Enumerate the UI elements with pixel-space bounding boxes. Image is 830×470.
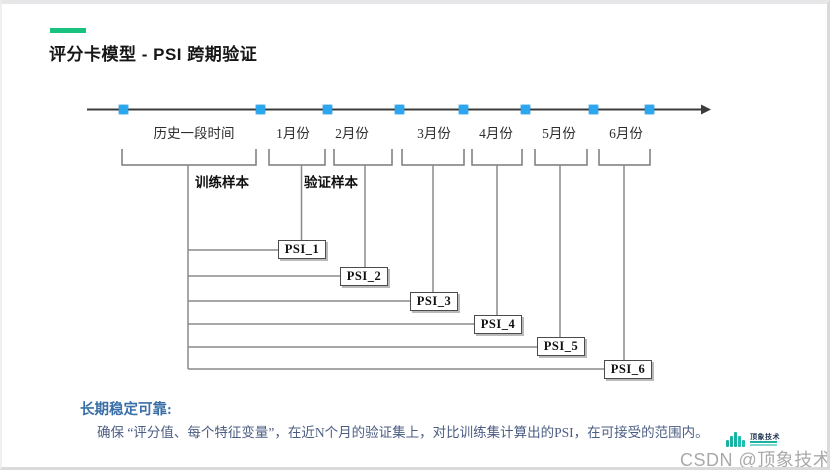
timeline-marker (588, 105, 598, 114)
bracket-month-1 (268, 149, 326, 166)
dingxiang-logo: 顶象技术 (726, 430, 796, 450)
validation-sample-label: 验证样本 (304, 175, 358, 190)
psi-box-5: PSI_5 (537, 337, 585, 356)
bracket-month-5 (534, 149, 588, 166)
psi-box-4: PSI_4 (474, 315, 522, 334)
psi-box-3: PSI_3 (410, 292, 458, 311)
timeline-marker (458, 105, 468, 114)
bracket-month-3 (401, 149, 465, 166)
bracket-month-6 (598, 149, 651, 166)
footer-body: 确保 “评分值、每个特征变量”，在近N个月的验证集上，对比训练集计算出的PSI，… (97, 425, 709, 440)
period-label-month-3: 3月份 (417, 126, 451, 141)
timeline-marker (322, 105, 332, 114)
title-accent-bar (50, 28, 86, 33)
page-title: 评分卡模型 - PSI 跨期验证 (49, 45, 258, 64)
period-label-month-2: 2月份 (335, 126, 369, 141)
dingxiang-logo-underline (750, 444, 777, 446)
bracket-month-2 (333, 149, 393, 166)
bracket-history (121, 149, 257, 166)
dingxiang-logo-bars-icon (726, 432, 745, 447)
period-label-history: 历史一段时间 (153, 126, 235, 141)
period-label-month-1: 1月份 (276, 126, 310, 141)
timeline-arrowhead-icon (701, 104, 711, 115)
train-sample-label: 训练样本 (195, 175, 249, 190)
dingxiang-logo-underline (750, 441, 777, 443)
csdn-watermark: CSDN @顶象技术 (680, 450, 830, 470)
period-label-month-6: 6月份 (609, 126, 643, 141)
timeline-marker (255, 105, 265, 114)
psi-box-1: PSI_1 (278, 240, 326, 259)
bracket-month-4 (471, 149, 523, 166)
period-label-month-4: 4月份 (479, 126, 513, 141)
footer-heading: 长期稳定可靠: (80, 402, 172, 418)
period-label-month-5: 5月份 (542, 126, 576, 141)
timeline-marker (118, 105, 128, 114)
timeline-marker (520, 105, 530, 114)
timeline-marker (644, 105, 654, 114)
psi-box-2: PSI_2 (340, 267, 388, 286)
dingxiang-logo-text: 顶象技术 (750, 434, 780, 441)
timeline-marker (394, 105, 404, 114)
psi-box-6: PSI_6 (604, 360, 652, 379)
